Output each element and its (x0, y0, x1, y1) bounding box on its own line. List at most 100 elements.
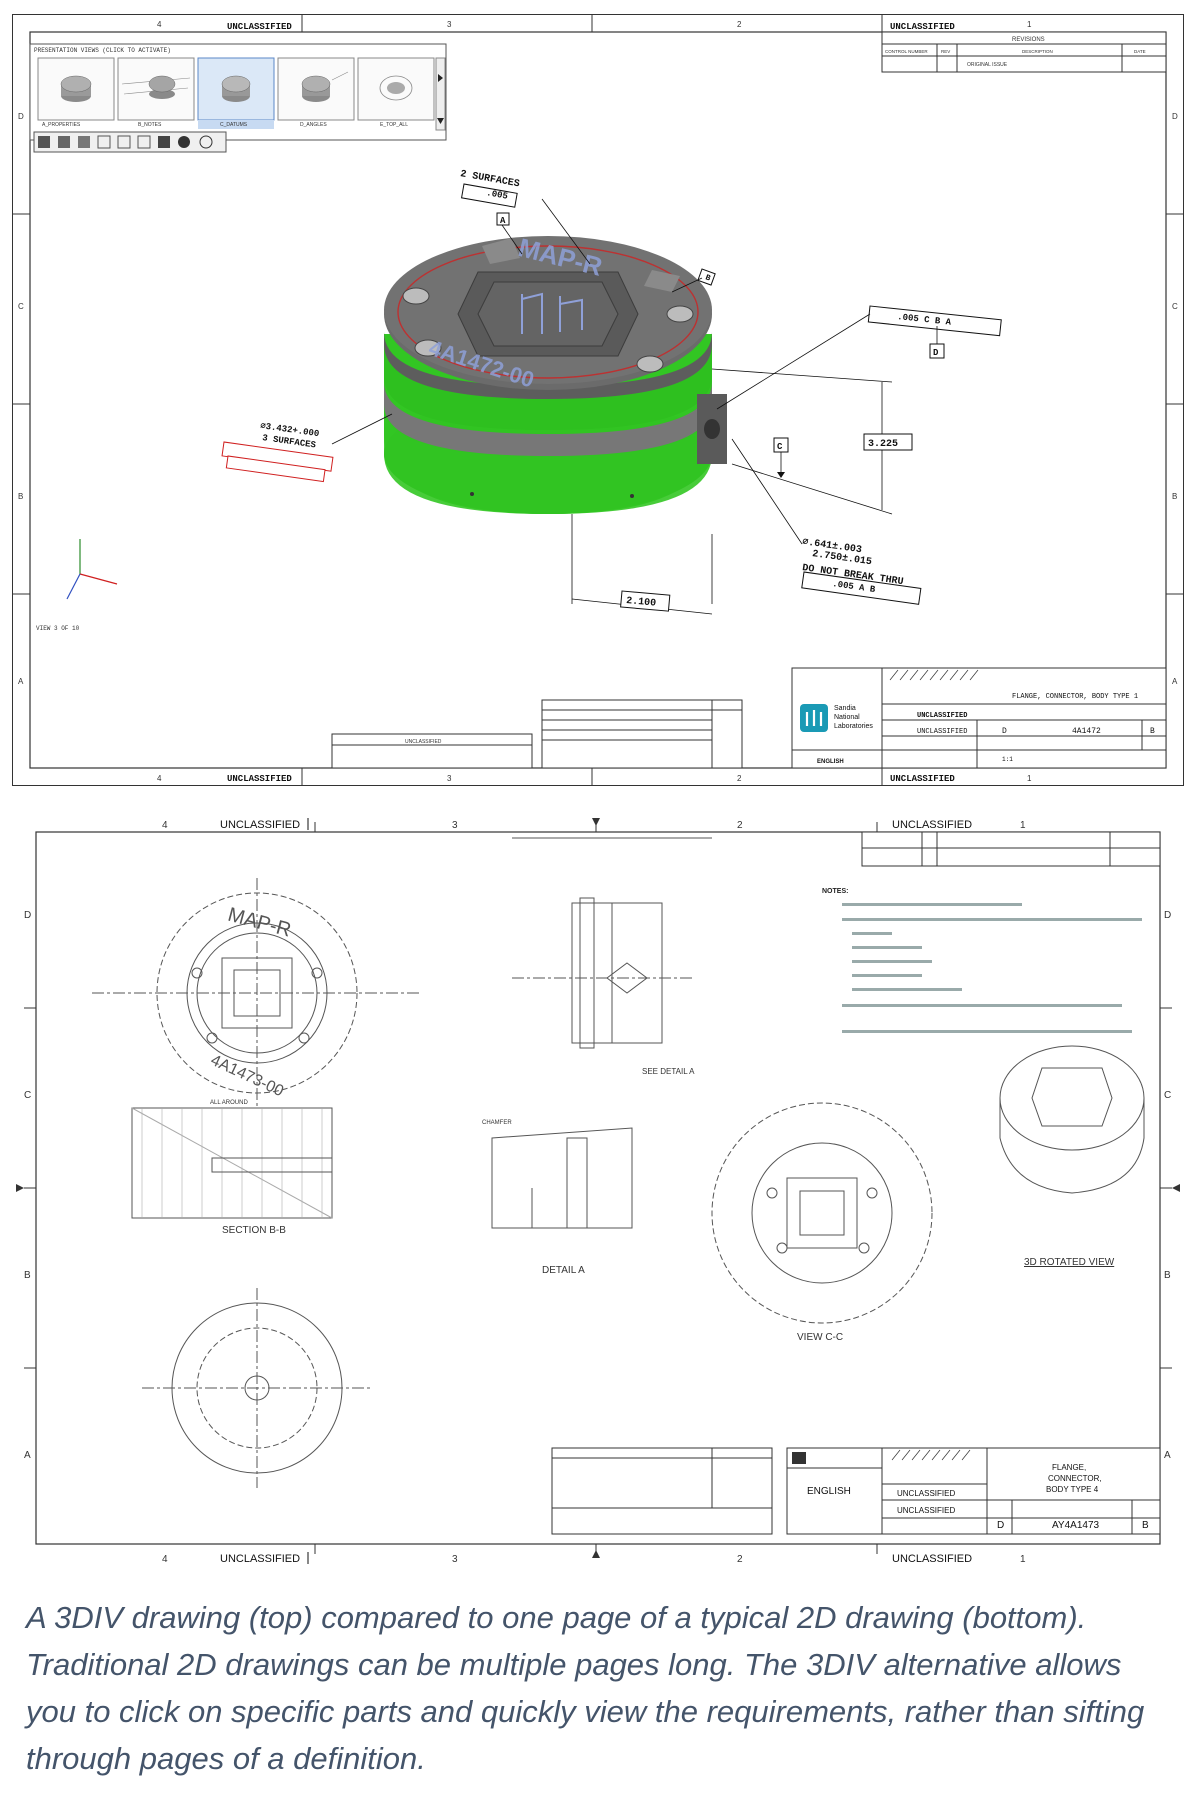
tool-icon-3[interactable] (78, 136, 90, 148)
view-counter: VIEW 3 OF 10 (36, 625, 80, 632)
3d-part-model[interactable]: MAP-R 4A1472-00 (384, 232, 727, 514)
axis-triad (66, 539, 118, 600)
tool-icon-1[interactable] (38, 136, 50, 148)
views-scroll-right-icon[interactable] (438, 74, 443, 82)
callout-dim-2100: 2.100 (626, 596, 657, 610)
b-view-cc[interactable] (711, 1102, 933, 1324)
b-flange-top-view[interactable] (92, 878, 422, 1108)
callout-datum-b: B (704, 273, 712, 283)
b-section-bb[interactable] (131, 1107, 333, 1219)
figure-caption: A 3DIV drawing (top) compared to one pag… (26, 1600, 1145, 1776)
title-block-title: FLANGE, CONNECTOR, BODY TYPE 1 (1012, 693, 1138, 701)
revisions-row-desc: ORIGINAL ISSUE (967, 62, 1008, 68)
b-zone-col-2: 2 (737, 820, 743, 831)
zone-col-4-bottom: 4 (157, 774, 162, 783)
org-line-3: Laboratories (834, 723, 873, 730)
tool-icon-4[interactable] (97, 135, 111, 149)
revisions-col-control: CONTROL NUMBER (885, 49, 928, 54)
b-detail-a-label: DETAIL A (542, 1265, 585, 1276)
top-classification-bottom-left: UNCLASSIFIED (227, 774, 292, 784)
revisions-header: REVISIONS (1012, 37, 1045, 43)
org-line-2: National (834, 714, 860, 721)
callout-datum-a: A (500, 216, 506, 226)
b-title-line-3: BODY TYPE 4 (1046, 1485, 1099, 1494)
title-block-rev: B (1150, 727, 1155, 736)
svg-text:E_TOP_ALL: E_TOP_ALL (380, 122, 408, 128)
top-classification-bottom-right: UNCLASSIFIED (890, 774, 955, 784)
b-title-line-2: CONNECTOR, (1048, 1474, 1102, 1483)
b-size: D (997, 1520, 1004, 1531)
b-title-line-1: FLANGE, (1052, 1463, 1086, 1472)
tool-icon-8[interactable] (178, 136, 190, 148)
b-detail-a[interactable] (491, 1127, 633, 1229)
zone-row-d-right: D (1172, 112, 1178, 121)
b-zone-col-3: 3 (452, 820, 458, 831)
b-section-bb-label: SECTION B-B (222, 1225, 286, 1236)
view-thumb-c-active[interactable]: C_DATUMS (197, 57, 275, 129)
org-line-1: Sandia (834, 705, 856, 712)
tool-icon-5[interactable] (117, 135, 131, 149)
view-thumb-d[interactable]: D_ANGLES (277, 57, 355, 128)
svg-text:C_DATUMS: C_DATUMS (220, 122, 248, 128)
zone-col-3: 3 (447, 20, 452, 29)
zone-col-2-bottom: 2 (737, 774, 742, 783)
tool-icon-9[interactable] (199, 135, 213, 149)
view-thumb-a[interactable]: A_PROPERTIES (37, 57, 115, 128)
tool-icon-2[interactable] (58, 136, 70, 148)
b-revisions-block (861, 831, 1161, 867)
b-chamfer: CHAMFER (482, 1120, 512, 1126)
svg-text:UNCLASSIFIED: UNCLASSIFIED (405, 739, 442, 745)
view-thumb-b[interactable]: B_NOTES (117, 57, 195, 128)
b-class-1: UNCLASSIFIED (897, 1489, 955, 1498)
approvals-box (541, 699, 743, 769)
3div-drawing-sheet: 4 3 2 1 4 3 2 1 D C B A D C B A UNCLASSI… (12, 14, 1184, 786)
tool-icon-6[interactable] (137, 135, 151, 149)
title-block-class: UNCLASSIFIED (917, 712, 967, 720)
notes-block: NOTES: (822, 888, 1142, 1033)
zone-row-c-right: C (1172, 302, 1178, 311)
b-view-cc-label: VIEW C-C (797, 1332, 843, 1343)
view-thumb-e[interactable]: E_TOP_ALL (357, 57, 435, 128)
2d-drawing-sheet: 4 3 2 1 4 3 2 1 D C B A D C B A UNCLASSI… (12, 808, 1184, 1568)
distribution-box: UNCLASSIFIED (331, 733, 533, 769)
zone-row-b: B (18, 492, 23, 501)
top-classification-top-left: UNCLASSIFIED (227, 22, 292, 32)
units-label: ENGLISH (817, 759, 844, 765)
callout-datum-d: D (933, 348, 939, 358)
callout-dim-3225: 3.225 (868, 439, 898, 450)
b-see-detail-a: SEE DETAIL A (642, 1067, 695, 1076)
tool-icon-7[interactable] (158, 136, 170, 148)
views-scroll-down-icon[interactable] (437, 118, 444, 124)
zone-col-1: 1 (1027, 20, 1032, 29)
b-zone-row-a-right: A (1164, 1450, 1171, 1461)
title-block: Sandia National Laboratories ENGLISH FLA… (791, 667, 1167, 769)
title-block-size: D (1002, 727, 1007, 736)
zone-row-a-right: A (1172, 677, 1178, 686)
revisions-block: REVISIONS CONTROL NUMBER REV DESCRIPTION… (881, 31, 1167, 73)
views-scroll-bar[interactable] (435, 57, 446, 131)
b-classification-top-left: UNCLASSIFIED (220, 819, 300, 831)
b-3d-rotated-view[interactable] (999, 1045, 1145, 1194)
3div-drawing-canvas: 4 3 2 1 4 3 2 1 D C B A D C B A UNCLASSI… (12, 14, 1184, 786)
b-org-logo-icon (792, 1452, 806, 1464)
b-classification-bottom-left: UNCLASSIFIED (220, 1553, 300, 1565)
presentation-views-panel: PRESENTATION VIEWS (CLICK TO ACTIVATE) A… (29, 43, 447, 141)
b-classification-top-right: UNCLASSIFIED (892, 819, 972, 831)
b-zone-row-d: D (24, 910, 31, 921)
presentation-views-label: PRESENTATION VIEWS (CLICK TO ACTIVATE) (34, 47, 171, 54)
title-block-number: 4A1472 (1072, 727, 1101, 736)
view-toolbar (33, 131, 227, 153)
b-zone-row-c-right: C (1164, 1090, 1171, 1101)
b-title-block: ENGLISH FLANGE, CONNECTOR, BODY TYPE 4 U… (786, 1447, 1161, 1535)
b-flange-bottom-view[interactable] (142, 1288, 372, 1488)
b-units-label: ENGLISH (807, 1486, 851, 1497)
b-zone-row-c: C (24, 1090, 31, 1101)
b-side-view[interactable] (512, 837, 712, 1049)
zone-col-3-bottom: 3 (447, 774, 452, 783)
b-3d-rotated-label: 3D ROTATED VIEW (1024, 1257, 1115, 1268)
callout-surfaces-tol: .005 (485, 188, 508, 202)
zone-row-d: D (18, 112, 24, 121)
b-zone-col-1: 1 (1020, 820, 1026, 831)
title-block-drawing-class: UNCLASSIFIED (917, 728, 967, 736)
b-all-around: ALL AROUND (210, 1100, 248, 1106)
